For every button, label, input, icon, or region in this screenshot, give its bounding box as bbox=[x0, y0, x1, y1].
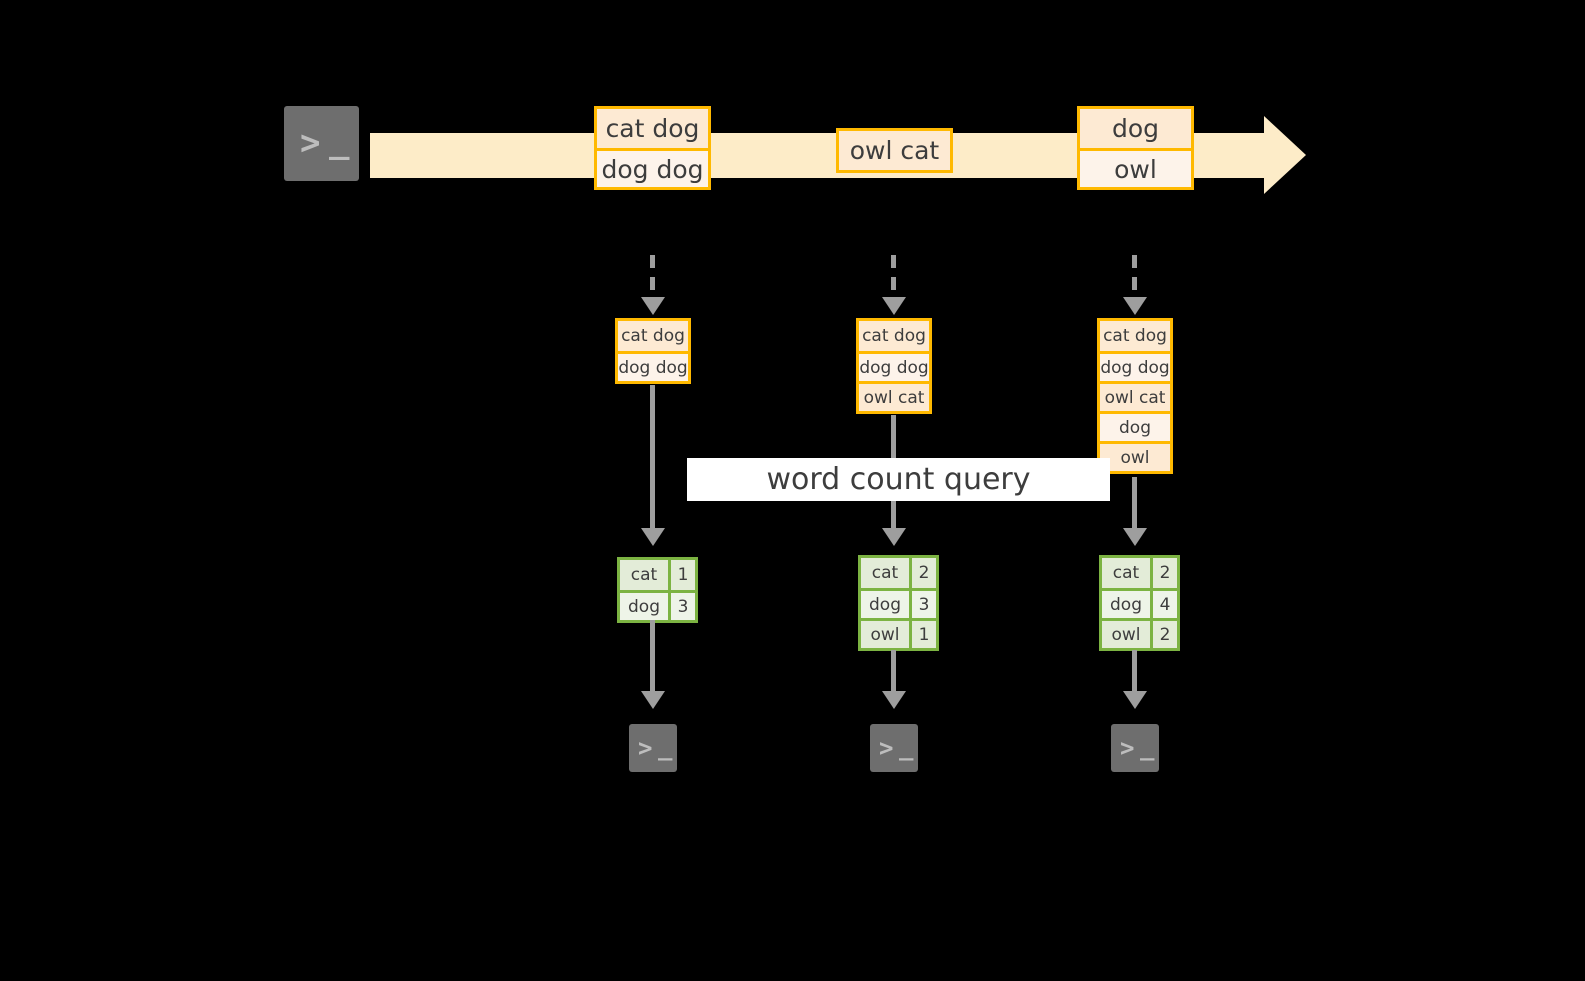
result-table-3[interactable]: cat 2 dog 4 owl 2 bbox=[1099, 555, 1180, 651]
sink-terminal-2: > _ bbox=[861, 715, 927, 781]
result-table-3-row-3-word: owl bbox=[1102, 621, 1150, 648]
unbounded-table-2-row-3: owl cat bbox=[859, 381, 929, 411]
query-connector-3-arrowhead bbox=[1123, 528, 1147, 546]
unbounded-table-1-row-2: dog dog bbox=[618, 351, 688, 381]
result-table-1-row-1-word: cat bbox=[620, 560, 668, 590]
unbounded-table-2[interactable]: cat dog dog dog owl cat bbox=[856, 318, 932, 414]
table-row: dog 3 bbox=[620, 590, 695, 620]
dashed-connector-1-arrowhead bbox=[641, 297, 665, 315]
sink-connector-2-arrowhead bbox=[882, 691, 906, 709]
table-row: cat 1 bbox=[620, 560, 695, 590]
table-row: owl 1 bbox=[861, 618, 936, 648]
result-table-2-row-3-word: owl bbox=[861, 621, 909, 648]
unbounded-table-3-row-4: dog bbox=[1100, 411, 1170, 441]
dashed-connector-1 bbox=[650, 255, 655, 299]
result-table-3-row-1-word: cat bbox=[1102, 558, 1150, 588]
unbounded-table-2-row-1: cat dog bbox=[859, 321, 929, 351]
terminal-prompt-glyph: > bbox=[300, 123, 320, 163]
terminal-prompt-glyph: > bbox=[1120, 734, 1134, 762]
unbounded-table-1[interactable]: cat dog dog dog bbox=[615, 318, 691, 384]
event-stream-arrowhead bbox=[1264, 116, 1306, 194]
result-table-1-row-2-count: 3 bbox=[668, 593, 695, 620]
result-table-3-row-2-count: 4 bbox=[1150, 591, 1177, 618]
table-row: owl 2 bbox=[1102, 618, 1177, 648]
query-connector-1-arrowhead bbox=[641, 528, 665, 546]
unbounded-table-3-row-3: owl cat bbox=[1100, 381, 1170, 411]
sink-connector-1 bbox=[650, 620, 655, 693]
unbounded-table-3[interactable]: cat dog dog dog owl cat dog owl bbox=[1097, 318, 1173, 474]
result-table-2-row-1-word: cat bbox=[861, 558, 909, 588]
query-connector-1 bbox=[650, 385, 655, 530]
dashed-connector-2 bbox=[891, 255, 896, 299]
terminal-body bbox=[629, 724, 677, 772]
table-row: cat 2 bbox=[861, 558, 936, 588]
terminal-cursor-glyph: _ bbox=[899, 733, 913, 761]
sink-connector-3-arrowhead bbox=[1123, 691, 1147, 709]
terminal-body bbox=[284, 106, 359, 181]
stream-batch-3[interactable]: dog owl bbox=[1077, 106, 1194, 190]
terminal-prompt-glyph: > bbox=[879, 734, 893, 762]
dashed-connector-2-arrowhead bbox=[882, 297, 906, 315]
terminal-cursor-glyph: _ bbox=[658, 733, 672, 761]
dashed-connector-3-arrowhead bbox=[1123, 297, 1147, 315]
stream-batch-2[interactable]: owl cat bbox=[836, 128, 953, 173]
result-table-1[interactable]: cat 1 dog 3 bbox=[617, 557, 698, 623]
result-table-1-row-1-count: 1 bbox=[668, 560, 695, 590]
stream-batch-1-line-2: dog dog bbox=[597, 148, 708, 187]
result-table-2-row-2-word: dog bbox=[861, 591, 909, 618]
table-row: dog 4 bbox=[1102, 588, 1177, 618]
unbounded-table-1-row-1: cat dog bbox=[618, 321, 688, 351]
result-table-2[interactable]: cat 2 dog 3 owl 1 bbox=[858, 555, 939, 651]
word-count-query-banner-label: word count query bbox=[766, 462, 1031, 497]
stream-batch-1-line-1: cat dog bbox=[597, 109, 708, 148]
terminal-cursor-glyph: _ bbox=[329, 121, 349, 161]
sink-connector-2 bbox=[891, 650, 896, 693]
stream-batch-3-line-1: dog bbox=[1080, 109, 1191, 148]
result-table-3-row-3-count: 2 bbox=[1150, 621, 1177, 648]
unbounded-table-3-row-2: dog dog bbox=[1100, 351, 1170, 381]
dashed-connector-3 bbox=[1132, 255, 1137, 299]
result-table-2-row-3-count: 1 bbox=[909, 621, 936, 648]
result-table-1-row-2-word: dog bbox=[620, 593, 668, 620]
query-connector-2-arrowhead bbox=[882, 528, 906, 546]
unbounded-table-3-row-1: cat dog bbox=[1100, 321, 1170, 351]
terminal-body bbox=[870, 724, 918, 772]
stream-batch-3-line-2: owl bbox=[1080, 148, 1191, 187]
sink-connector-3 bbox=[1132, 650, 1137, 693]
sink-connector-1-arrowhead bbox=[641, 691, 665, 709]
terminal-body bbox=[1111, 724, 1159, 772]
result-table-2-row-2-count: 3 bbox=[909, 591, 936, 618]
result-table-2-row-1-count: 2 bbox=[909, 558, 936, 588]
source-terminal-icon: > _ bbox=[275, 97, 368, 190]
terminal-prompt-glyph: > bbox=[638, 734, 652, 762]
table-row: dog 3 bbox=[861, 588, 936, 618]
table-row: cat 2 bbox=[1102, 558, 1177, 588]
result-table-3-row-2-word: dog bbox=[1102, 591, 1150, 618]
sink-terminal-3: > _ bbox=[1102, 715, 1168, 781]
result-table-3-row-1-count: 2 bbox=[1150, 558, 1177, 588]
unbounded-table-3-row-5: owl bbox=[1100, 441, 1170, 471]
stream-batch-2-line-1: owl cat bbox=[839, 131, 950, 170]
sink-terminal-1: > _ bbox=[620, 715, 686, 781]
unbounded-table-2-row-2: dog dog bbox=[859, 351, 929, 381]
terminal-cursor-glyph: _ bbox=[1140, 733, 1154, 761]
stream-batch-1[interactable]: cat dog dog dog bbox=[594, 106, 711, 190]
query-connector-3 bbox=[1132, 477, 1137, 530]
word-count-query-banner: word count query bbox=[687, 458, 1110, 501]
